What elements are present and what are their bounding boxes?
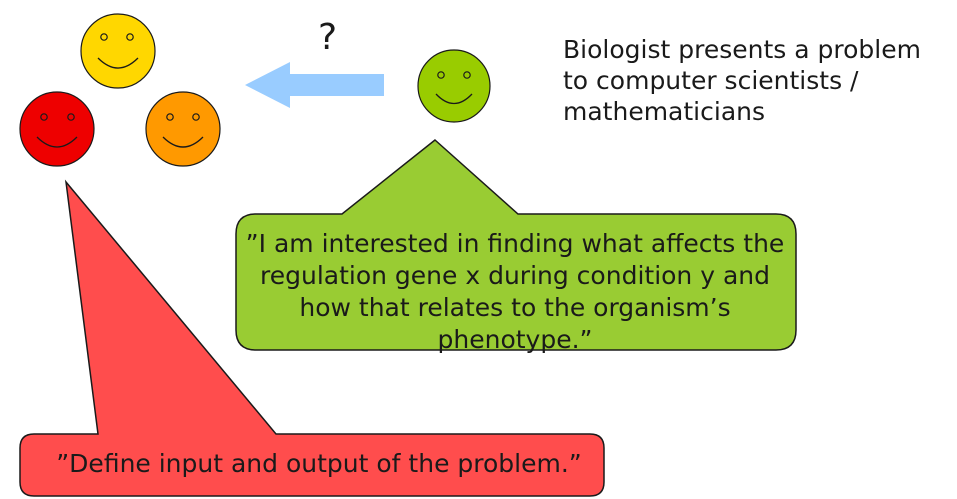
cs-quote: ”Define input and output of the problem.… xyxy=(56,449,582,478)
question-mark: ? xyxy=(318,17,338,58)
biologist-quote: ”I am interested in finding what affects… xyxy=(245,229,785,354)
left-arrow-icon xyxy=(245,62,384,108)
smiley-red-icon xyxy=(19,91,95,167)
cs-speech-bubble xyxy=(19,179,605,497)
biologist-speech-bubble xyxy=(235,139,797,351)
smiley-yellow-icon xyxy=(80,13,156,89)
smiley-green-icon xyxy=(417,49,491,123)
smiley-orange-icon xyxy=(145,91,221,167)
caption-text: Biologist presents a problem to computer… xyxy=(563,35,921,126)
